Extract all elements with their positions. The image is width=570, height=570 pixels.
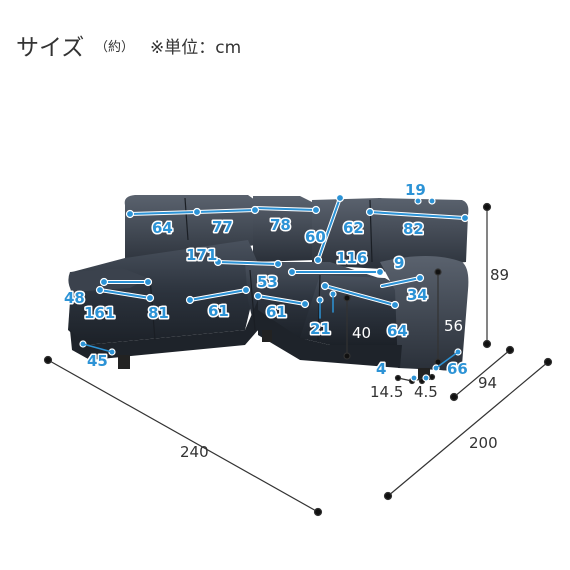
dim-64-seat: 64 xyxy=(387,322,408,340)
dim-116: 116 xyxy=(336,249,367,267)
dim-64-back: 64 xyxy=(152,219,173,237)
dim-66: 66 xyxy=(447,360,468,378)
dim-height: 89 xyxy=(490,266,509,284)
dim-width: 240 xyxy=(180,443,209,461)
dim-leg-b: 4.5 xyxy=(414,383,438,401)
overall-dimension-lines xyxy=(43,202,553,517)
detail-dimension-lines xyxy=(79,193,470,382)
dim-61-left: 61 xyxy=(208,302,229,320)
dim-4: 4 xyxy=(376,360,386,378)
dim-19: 19 xyxy=(405,181,426,199)
dim-61-right: 61 xyxy=(266,303,287,321)
dim-53: 53 xyxy=(257,273,278,291)
dim-arm-depth: 94 xyxy=(478,374,497,392)
dim-161: 161 xyxy=(84,304,115,322)
dim-40: 40 xyxy=(352,324,371,342)
dim-21: 21 xyxy=(310,320,331,338)
dim-45: 45 xyxy=(87,352,108,370)
dim-82: 82 xyxy=(403,220,424,238)
dim-48: 48 xyxy=(64,289,85,307)
dim-depth: 200 xyxy=(469,434,498,452)
dim-62: 62 xyxy=(343,219,364,237)
dim-77: 77 xyxy=(212,218,233,236)
dim-56: 56 xyxy=(444,317,463,335)
dim-60: 60 xyxy=(305,228,326,246)
unit-note: ※単位：cm xyxy=(150,38,242,58)
title-approx: （約） xyxy=(95,40,135,55)
dim-171: 171 xyxy=(186,246,217,264)
dim-34: 34 xyxy=(407,286,428,304)
dim-78: 78 xyxy=(270,216,291,234)
page-title: サイズ xyxy=(16,35,85,61)
dim-leg-a: 14.5 xyxy=(370,383,403,401)
dim-9: 9 xyxy=(394,254,404,272)
dim-81: 81 xyxy=(148,304,169,322)
